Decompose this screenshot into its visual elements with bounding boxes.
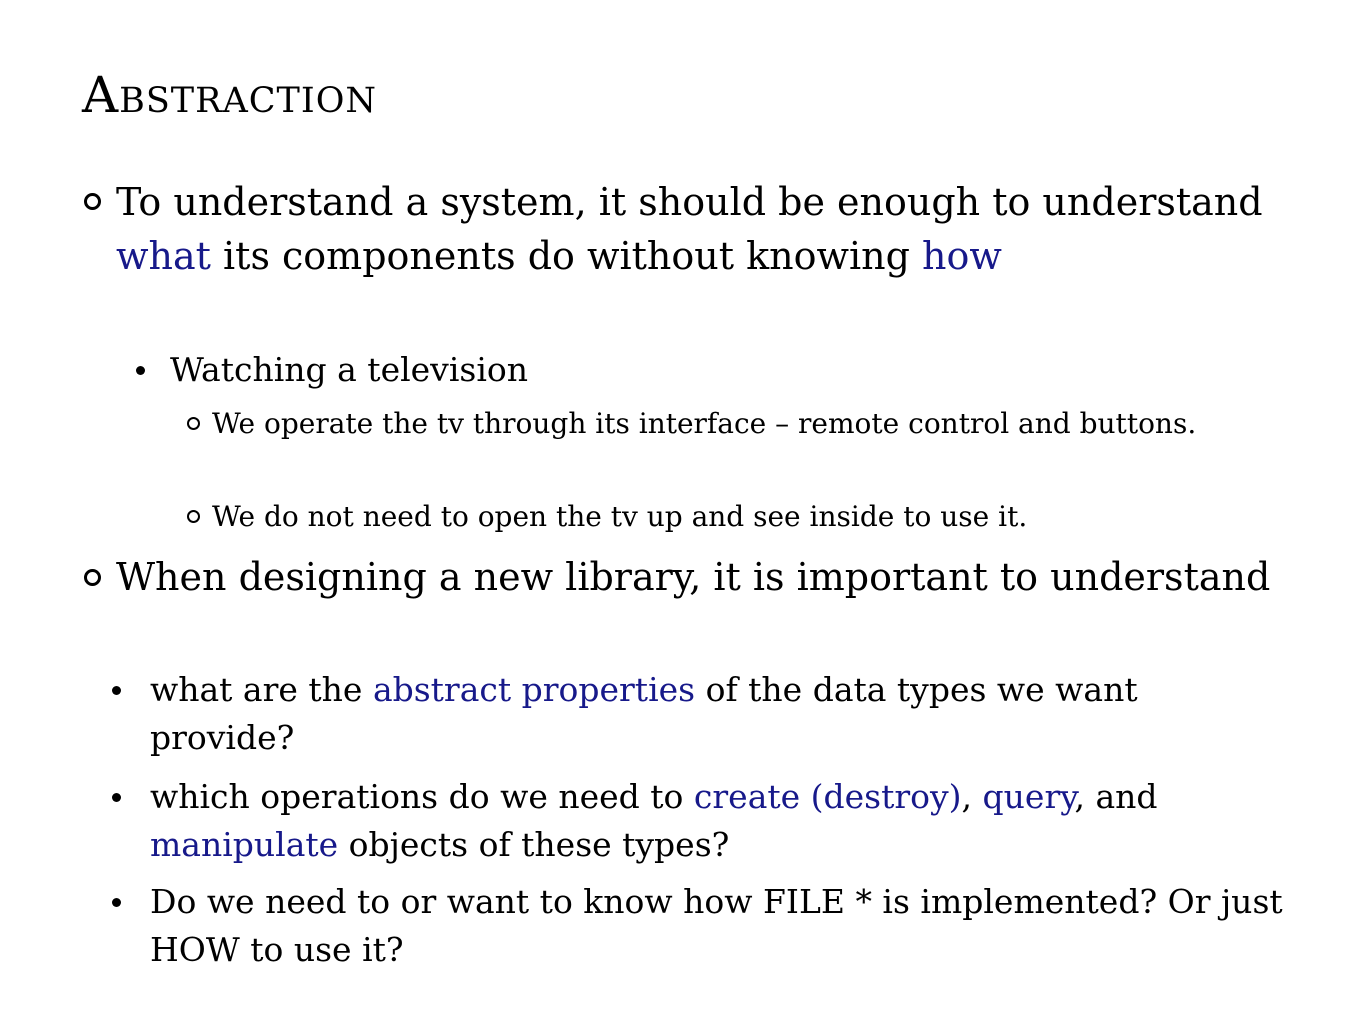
sub-bullet-file-implementation: Do we need to or want to know how FILE *… bbox=[150, 882, 1283, 969]
slide-title: Abstraction bbox=[82, 66, 378, 124]
text-segment: , and bbox=[1074, 777, 1158, 816]
sub-sub-bullet-open-tv: We do not need to open the tv up and see… bbox=[212, 500, 1028, 533]
dot-bullet-icon bbox=[112, 898, 121, 907]
dot-bullet-icon bbox=[112, 686, 121, 695]
emphasis-abstract-properties: abstract properties bbox=[372, 670, 696, 709]
emphasis-what: what bbox=[116, 234, 211, 278]
sub-bullet-abstract-properties: what are the abstract properties of the … bbox=[150, 666, 1250, 762]
sub-bullet-operations: which operations do we need to create (d… bbox=[150, 773, 1270, 869]
dot-bullet-icon bbox=[136, 366, 145, 375]
bullet-understand-system: To understand a system, it should be eno… bbox=[116, 175, 1276, 283]
circle-bullet-icon bbox=[84, 569, 101, 586]
emphasis-query: query bbox=[982, 777, 1075, 816]
text-segment: objects of these types? bbox=[338, 825, 730, 864]
circle-bullet-icon bbox=[84, 193, 101, 210]
sub-sub-bullet-interface: We operate the tv through its interface … bbox=[212, 407, 1197, 440]
sub-bullet-watching-tv: Watching a television bbox=[170, 350, 528, 389]
emphasis-create-destroy: create (destroy) bbox=[693, 777, 962, 816]
dot-bullet-icon bbox=[112, 793, 121, 802]
text-segment: its components do without knowing bbox=[210, 234, 923, 278]
bullet-designing-library: When designing a new library, it is impo… bbox=[116, 555, 1271, 599]
emphasis-manipulate: manipulate bbox=[150, 825, 339, 864]
text-segment: which operations do we need to bbox=[150, 777, 694, 816]
text-segment: what are the bbox=[150, 670, 373, 709]
text-segment: of the data types we want provide? bbox=[150, 670, 1138, 757]
circle-bullet-icon bbox=[187, 510, 200, 523]
emphasis-how: how bbox=[922, 234, 1002, 278]
circle-bullet-icon bbox=[187, 417, 200, 430]
text-segment: To understand a system, it should be eno… bbox=[116, 180, 1263, 224]
text-segment: , bbox=[961, 777, 983, 816]
